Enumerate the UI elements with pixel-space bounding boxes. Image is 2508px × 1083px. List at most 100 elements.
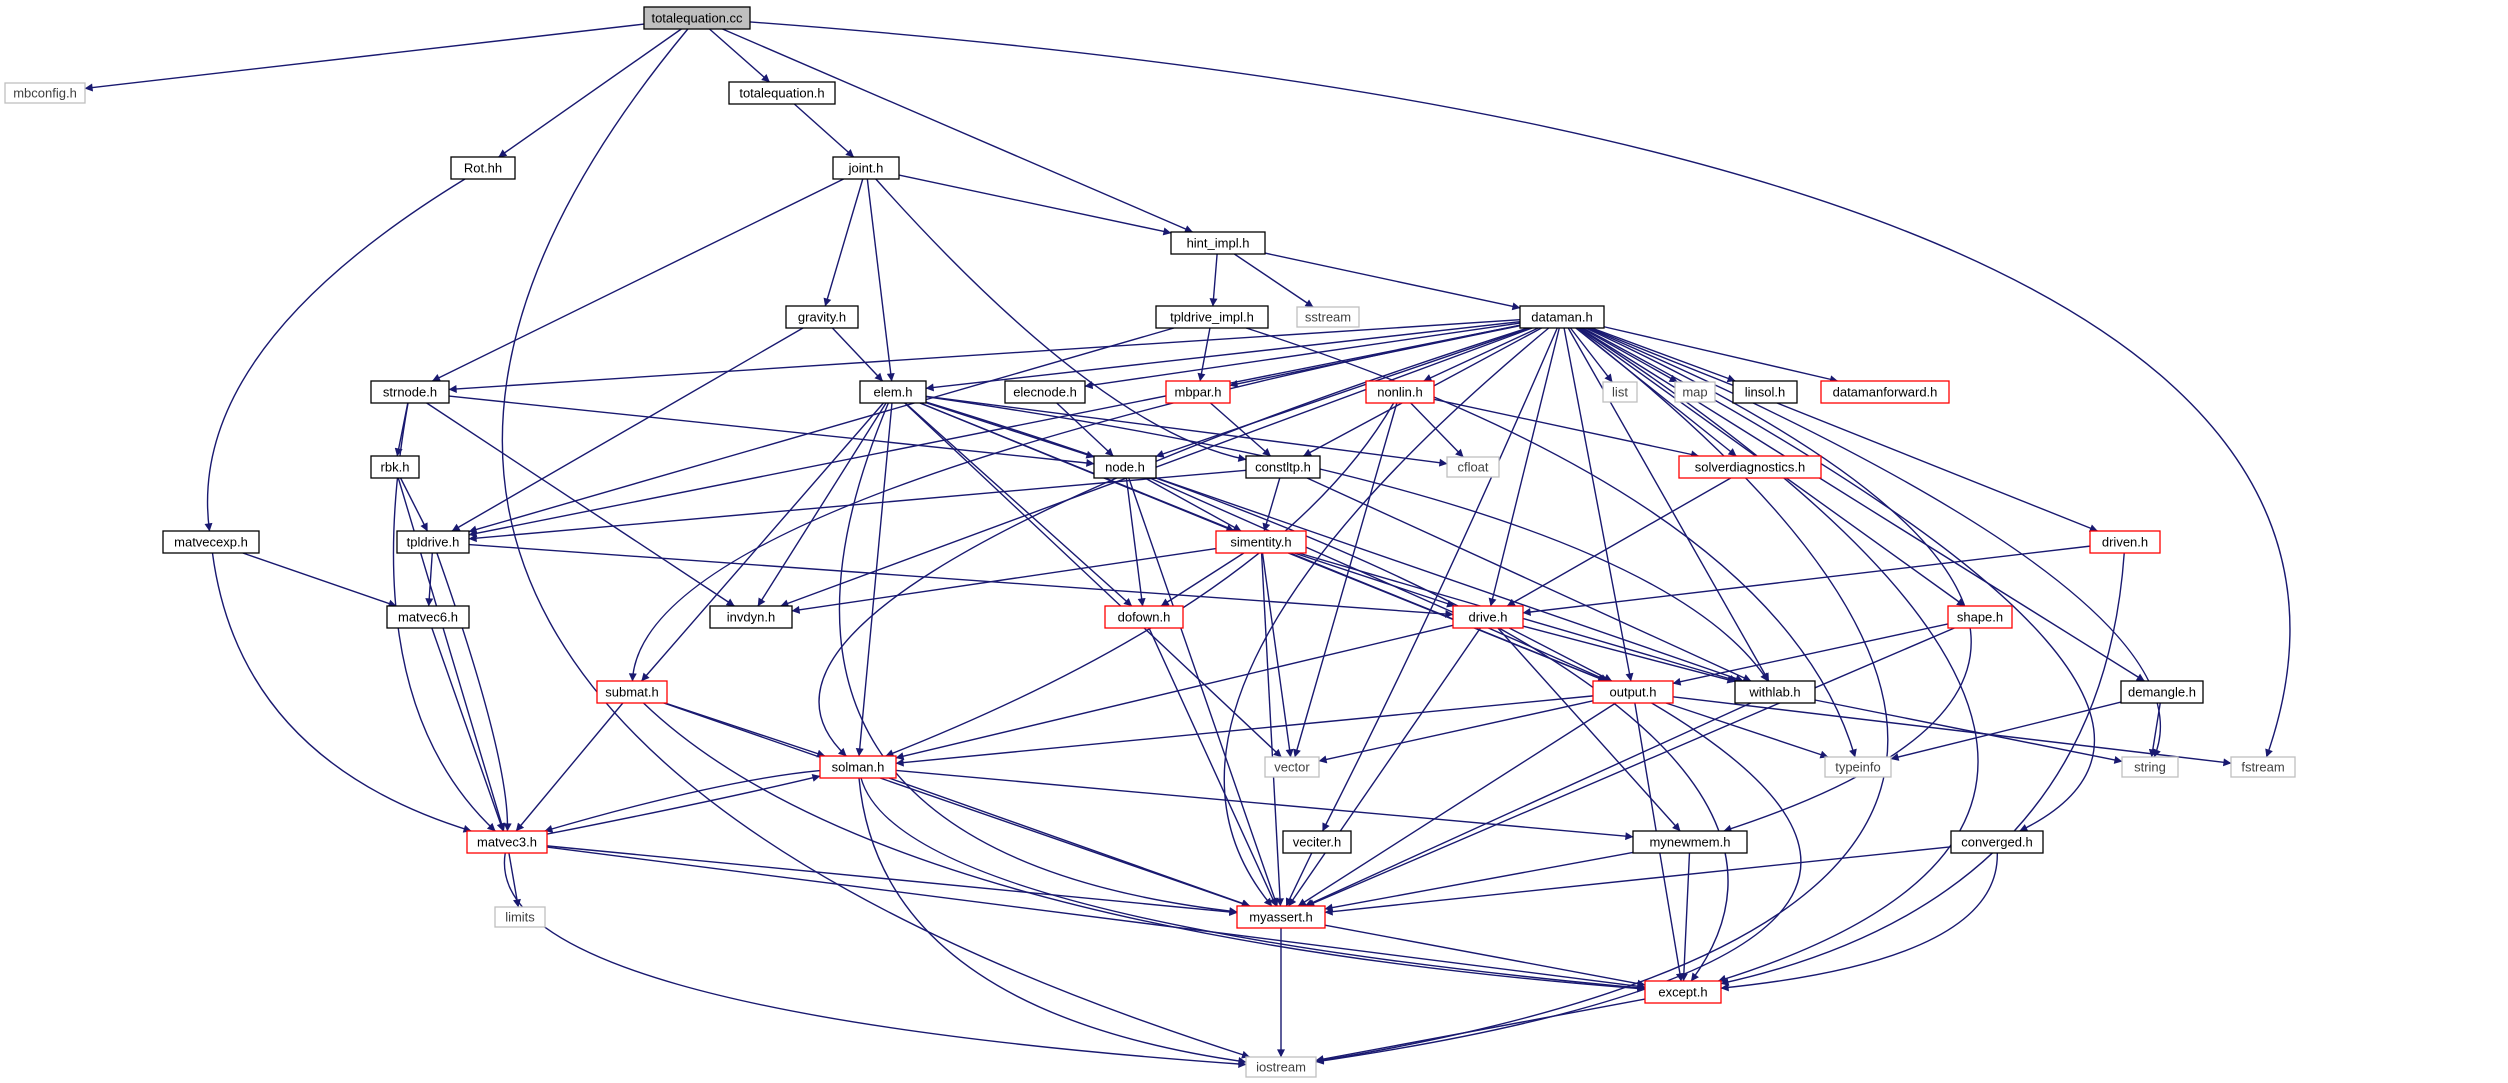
edge-elem-to-submat bbox=[641, 402, 884, 682]
node-dataman[interactable]: dataman.h bbox=[1519, 305, 1605, 329]
edge-totalequation_h-to-joint bbox=[793, 103, 855, 158]
edge-joint-to-hint_impl bbox=[898, 174, 1172, 236]
edge-simentity-to-vector bbox=[1261, 552, 1294, 758]
edge-joint-to-constltp bbox=[875, 178, 1247, 462]
node-label: map bbox=[1682, 384, 1707, 399]
node-driven[interactable]: driven.h bbox=[2089, 530, 2161, 554]
edge-tpldrive-to-drive bbox=[468, 543, 1454, 618]
node-veciter[interactable]: veciter.h bbox=[1282, 830, 1352, 854]
node-tpldrive[interactable]: tpldrive.h bbox=[396, 530, 470, 554]
node-datamanforward[interactable]: datamanforward.h bbox=[1820, 380, 1950, 404]
node-totalequation-cc[interactable]: totalequation.cc bbox=[643, 6, 751, 30]
node-mbpar[interactable]: mbpar.h bbox=[1165, 380, 1231, 404]
node-label: typeinfo bbox=[1835, 759, 1881, 774]
node-shape[interactable]: shape.h bbox=[1947, 605, 2013, 629]
node-label: solman.h bbox=[832, 759, 885, 774]
edge-drive-to-withlab bbox=[1522, 625, 1736, 684]
edge-nonlin-to-solverdiag bbox=[1433, 398, 1700, 459]
node-box bbox=[1519, 305, 1605, 329]
edge-elem-to-cfloat bbox=[925, 395, 1448, 467]
node-matvec6[interactable]: matvec6.h bbox=[386, 605, 470, 629]
edge-dataman-to-nonlin bbox=[1423, 327, 1539, 382]
node-mynewmem[interactable]: mynewmem.h bbox=[1632, 830, 1748, 854]
edge-withlab-to-myassert bbox=[1304, 702, 1752, 907]
node-rbk[interactable]: rbk.h bbox=[370, 455, 420, 479]
node-rot[interactable]: Rot.hh bbox=[450, 156, 516, 180]
edge-tpldrive-to-matvec3 bbox=[436, 552, 512, 832]
node-label: except.h bbox=[1658, 984, 1707, 999]
node-invdyn[interactable]: invdyn.h bbox=[709, 605, 793, 629]
node-elecnode[interactable]: elecnode.h bbox=[1004, 380, 1086, 404]
node-linsol[interactable]: linsol.h bbox=[1732, 380, 1798, 404]
node-string: string bbox=[2121, 756, 2179, 778]
edge-demangle-to-string bbox=[2148, 702, 2161, 758]
node-label: withlab.h bbox=[1748, 684, 1800, 699]
node-matvec3[interactable]: matvec3.h bbox=[466, 830, 548, 854]
edge-elecnode-to-node bbox=[1056, 402, 1114, 457]
node-except[interactable]: except.h bbox=[1644, 980, 1722, 1004]
edge-elem-to-invdyn bbox=[757, 402, 887, 607]
edge-dataman-to-linsol bbox=[1591, 327, 1736, 383]
node-totalequation-h[interactable]: totalequation.h bbox=[728, 81, 836, 105]
node-hint-impl[interactable]: hint_impl.h bbox=[1170, 231, 1266, 255]
node-myassert[interactable]: myassert.h bbox=[1236, 905, 1326, 929]
node-label: output.h bbox=[1610, 684, 1657, 699]
node-list: list bbox=[1602, 381, 1638, 403]
node-label: joint.h bbox=[848, 160, 884, 175]
node-label: mbconfig.h bbox=[13, 85, 77, 100]
edge-output-to-myassert bbox=[1297, 702, 1617, 907]
edge-solverdiag-to-drive bbox=[1506, 477, 1732, 607]
edge-gravity-to-tpldrive bbox=[451, 327, 804, 532]
node-elem[interactable]: elem.h bbox=[859, 380, 927, 404]
edge-simentity-to-dofown bbox=[1160, 552, 1245, 607]
node-iostream: iostream bbox=[1245, 1056, 1317, 1078]
edge-tpldrive-to-matvec6 bbox=[425, 552, 434, 607]
node-box bbox=[1674, 381, 1716, 403]
edge-mynewmem-to-myassert bbox=[1324, 851, 1634, 912]
edge-converged-to-myassert bbox=[1324, 846, 1952, 916]
node-box bbox=[859, 380, 927, 404]
node-gravity[interactable]: gravity.h bbox=[785, 305, 859, 329]
node-dofown[interactable]: dofown.h bbox=[1104, 605, 1184, 629]
node-strnode[interactable]: strnode.h bbox=[370, 380, 450, 404]
edge-shape-to-myassert bbox=[1306, 627, 1955, 907]
edge-strnode-to-matvec3 bbox=[392, 402, 496, 832]
node-tpldrive-impl[interactable]: tpldrive_impl.h bbox=[1155, 305, 1269, 329]
node-label: vector bbox=[1274, 759, 1310, 774]
edge-dataman-to-demangle bbox=[1579, 327, 2145, 682]
edge-dataman-to-drive bbox=[1488, 327, 1560, 607]
node-nonlin[interactable]: nonlin.h bbox=[1365, 380, 1435, 404]
edge-dataman-to-elecnode bbox=[1084, 322, 1521, 390]
node-label: Rot.hh bbox=[464, 160, 502, 175]
node-matvecexp[interactable]: matvecexp.h bbox=[162, 530, 260, 554]
edge-simentity-to-myassert bbox=[1260, 552, 1284, 907]
node-box bbox=[596, 680, 668, 704]
edge-veciter-to-myassert bbox=[1285, 852, 1313, 907]
node-drive[interactable]: drive.h bbox=[1452, 605, 1524, 629]
edge-totalequation_cc-to-totalequation_h bbox=[709, 28, 770, 83]
node-simentity[interactable]: simentity.h bbox=[1215, 530, 1307, 554]
node-submat[interactable]: submat.h bbox=[596, 680, 668, 704]
node-box bbox=[1824, 756, 1892, 778]
edge-elem-to-vector bbox=[904, 402, 1282, 758]
edge-matvec3-to-limits bbox=[508, 852, 521, 908]
edge-simentity-to-output bbox=[1288, 552, 1607, 682]
node-label: list bbox=[1612, 384, 1628, 399]
node-constltp[interactable]: constltp.h bbox=[1245, 455, 1321, 479]
node-box bbox=[1004, 380, 1086, 404]
node-solverdiag[interactable]: solverdiagnostics.h bbox=[1678, 455, 1822, 479]
node-label: solverdiagnostics.h bbox=[1695, 459, 1806, 474]
node-label: demangle.h bbox=[2128, 684, 2196, 699]
node-output[interactable]: output.h bbox=[1592, 680, 1674, 704]
edge-dataman-to-withlab bbox=[1567, 327, 1770, 682]
node-joint[interactable]: joint.h bbox=[832, 156, 900, 180]
node-box bbox=[1104, 605, 1184, 629]
node-node[interactable]: node.h bbox=[1093, 455, 1157, 479]
node-solman[interactable]: solman.h bbox=[819, 755, 897, 779]
node-withlab[interactable]: withlab.h bbox=[1734, 680, 1816, 704]
dependency-edges bbox=[84, 21, 2291, 1068]
node-vector: vector bbox=[1264, 756, 1320, 778]
node-demangle[interactable]: demangle.h bbox=[2120, 680, 2204, 704]
edge-matvec6-to-matvec3 bbox=[431, 627, 505, 832]
node-converged[interactable]: converged.h bbox=[1950, 830, 2044, 854]
